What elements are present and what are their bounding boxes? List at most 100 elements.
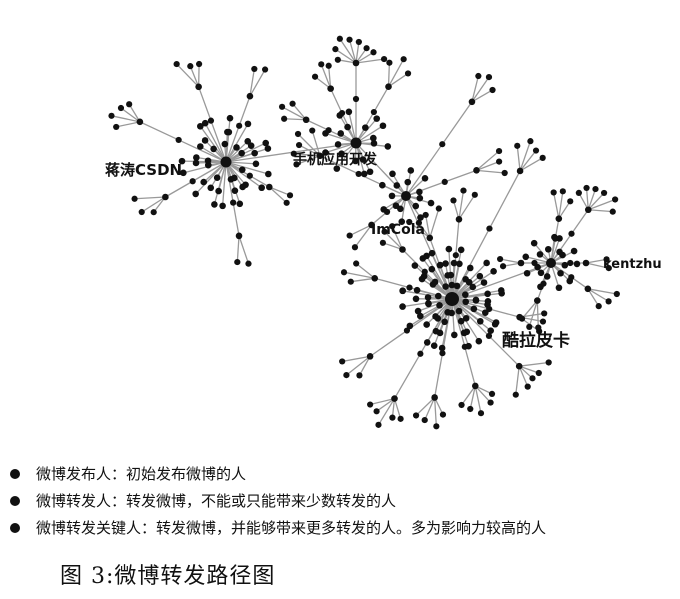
edge — [284, 118, 307, 121]
retweeter-node — [530, 239, 538, 247]
retweeter-node — [522, 253, 530, 261]
edge — [134, 196, 166, 200]
edge — [292, 103, 307, 121]
retweeter-node — [600, 189, 608, 197]
retweeter-node — [433, 423, 440, 430]
retweeter-node — [339, 358, 346, 365]
retweeter-node — [204, 157, 212, 165]
edge — [588, 209, 613, 213]
retweeter-node — [227, 176, 235, 183]
retweeter-node — [384, 143, 392, 150]
retweeter-node — [499, 263, 507, 270]
retweeter-node — [286, 192, 294, 199]
retweeter-node — [238, 166, 246, 174]
legend-text: 微博转发人：转发微博，不能或只能带来少数转发的人 — [36, 492, 397, 510]
retweeter-node — [544, 245, 552, 253]
edge — [298, 144, 321, 157]
retweeter-node — [414, 307, 422, 315]
edge — [339, 38, 357, 64]
retweeter-node — [424, 294, 432, 301]
retweeter-node — [311, 73, 319, 80]
hub-label: 蒋涛CSDN — [105, 161, 182, 179]
retweeter-node — [423, 321, 430, 328]
retweeter-node — [397, 415, 404, 422]
retweeter-node — [383, 208, 391, 216]
retweeter-node — [570, 247, 578, 255]
edge — [536, 300, 539, 328]
retweeter-node — [468, 98, 476, 106]
retweeter-node — [211, 201, 218, 208]
retweeter-node — [252, 160, 260, 168]
retweeter-node — [612, 196, 619, 203]
retweeter-node — [234, 258, 241, 266]
edge — [451, 249, 462, 300]
retweeter-node — [465, 278, 473, 286]
edge — [441, 298, 453, 354]
retweeter-node — [417, 350, 424, 357]
edge — [343, 271, 375, 279]
edge — [281, 106, 307, 121]
edge — [350, 277, 375, 283]
edge — [433, 353, 444, 398]
retweeter-node — [355, 38, 362, 46]
retweeter-node — [370, 134, 377, 142]
retweeter-node — [543, 273, 551, 280]
retweeter-node — [421, 268, 428, 275]
edge — [455, 219, 460, 256]
retweeter-node — [108, 112, 115, 119]
edge — [355, 263, 376, 279]
retweeter-node — [524, 383, 531, 390]
retweeter-node — [555, 215, 563, 222]
retweeter-node — [475, 72, 482, 80]
retweeter-node — [389, 170, 396, 178]
retweeter-node — [491, 320, 499, 328]
edge — [406, 298, 453, 332]
edge — [377, 398, 396, 426]
edge — [387, 58, 405, 88]
retweeter-node — [360, 170, 368, 178]
retweeter-node — [540, 280, 547, 287]
retweeter-node — [131, 195, 138, 202]
retweeter-node — [539, 154, 546, 161]
retweeter-node — [207, 184, 215, 192]
edge — [268, 186, 288, 204]
edge — [139, 121, 179, 141]
retweeter-node — [475, 337, 483, 345]
edge — [405, 181, 445, 197]
retweeter-node — [193, 154, 200, 161]
edge — [588, 198, 616, 211]
retweeter-node — [603, 256, 610, 263]
edge — [120, 107, 141, 123]
edge — [474, 385, 482, 414]
edge — [393, 398, 402, 420]
retweeter-node — [415, 219, 422, 227]
retweeter-node — [527, 138, 534, 145]
retweeter-node — [278, 103, 286, 110]
retweeter-node — [536, 251, 544, 258]
edge — [195, 161, 227, 195]
edge — [499, 258, 522, 264]
retweeter-node — [412, 202, 420, 210]
nodes — [108, 35, 620, 430]
retweeter-node — [583, 184, 590, 192]
edge — [519, 157, 544, 172]
retweeter-node — [302, 116, 310, 124]
edge — [355, 58, 385, 64]
retweeter-node — [150, 209, 157, 216]
retweeter-node — [584, 206, 592, 214]
retweeter-node — [559, 251, 566, 259]
legend-item-key-retweeter: 微博转发关键人：转发微博，并能够带来更多转发的人。多为影响力较高的人 — [10, 516, 675, 539]
retweeter-node — [568, 274, 575, 281]
hub-node — [401, 191, 411, 201]
retweeter-node — [373, 408, 380, 415]
retweeter-node — [334, 141, 342, 148]
retweeter-node — [431, 278, 439, 286]
edge — [488, 335, 520, 367]
retweeter-node — [495, 147, 503, 155]
retweeter-node — [327, 85, 334, 92]
edge — [311, 130, 321, 157]
retweeter-node — [264, 145, 272, 152]
edge — [369, 397, 395, 406]
retweeter-node — [406, 218, 413, 226]
